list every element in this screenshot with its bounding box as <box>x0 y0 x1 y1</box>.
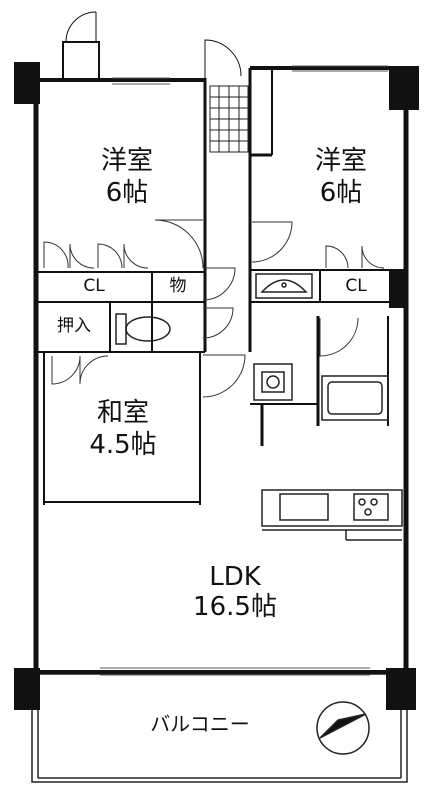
storage-mono-label: 物 <box>169 276 187 296</box>
oshiire-label: 押入 <box>57 316 91 336</box>
room-western-left-name: 洋室 <box>100 146 153 176</box>
room-western-left-size: 6帖 <box>105 178 149 208</box>
room-japanese-name: 和室 <box>96 398 149 428</box>
washing-machine <box>253 363 293 401</box>
washbasin <box>255 273 313 299</box>
tile-floor <box>209 85 249 153</box>
toilet <box>115 313 171 345</box>
outer-walls <box>33 66 409 676</box>
windows <box>100 65 388 676</box>
kitchen-counter <box>261 489 403 541</box>
bathtub <box>321 375 389 421</box>
room-ldk-name: LDK <box>209 562 261 592</box>
door-swings <box>154 219 359 398</box>
room-western-right-name: 洋室 <box>314 146 367 176</box>
compass-icon <box>316 701 370 755</box>
room-ldk-size: 16.5帖 <box>193 592 277 622</box>
balcony-label: バルコニー <box>150 712 250 736</box>
closet-doors <box>43 241 385 385</box>
room-western-right-size: 6帖 <box>319 178 363 208</box>
entrance <box>62 11 273 158</box>
closet-right-label: CL <box>345 276 367 296</box>
pillars <box>14 62 419 710</box>
closet-left-label: CL <box>83 276 105 296</box>
room-japanese-size: 4.5帖 <box>89 430 157 460</box>
